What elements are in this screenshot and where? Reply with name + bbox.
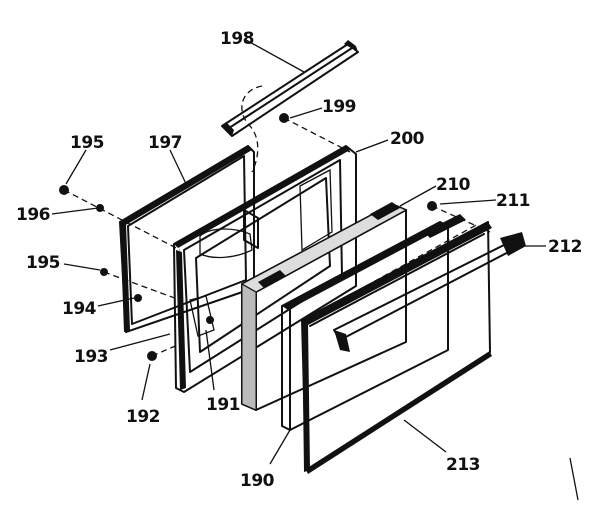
part-213-outer-door	[301, 221, 492, 474]
part-198-top-trim	[221, 40, 359, 173]
callout-196: 196	[16, 205, 50, 225]
callout-194: 194	[62, 299, 97, 319]
callout-191: 191	[206, 395, 240, 415]
callout-213: 213	[446, 455, 480, 475]
callout-198: 198	[220, 29, 254, 49]
part-190-door-panel	[281, 214, 466, 431]
screw-191	[206, 316, 214, 324]
callout-195-bottom: 195	[26, 253, 60, 273]
callout-199: 199	[322, 97, 356, 117]
callout-193: 193	[74, 347, 108, 367]
screw-194	[134, 294, 142, 302]
callout-labels: 198 199 200 195 197 196 210 211 195 212 …	[16, 29, 583, 491]
callout-192: 192	[126, 407, 160, 427]
callout-200: 200	[390, 129, 425, 149]
part-197-glass-frame	[119, 145, 255, 333]
callout-195-top: 195	[70, 133, 104, 153]
callout-210: 210	[436, 175, 471, 195]
callout-211: 211	[496, 191, 530, 211]
callout-190: 190	[240, 471, 275, 491]
alignment-lines	[63, 117, 491, 357]
callout-197: 197	[148, 133, 182, 153]
part-210-insulation	[240, 202, 408, 411]
leader-lines	[51, 39, 579, 501]
callout-212: 212	[548, 237, 582, 257]
